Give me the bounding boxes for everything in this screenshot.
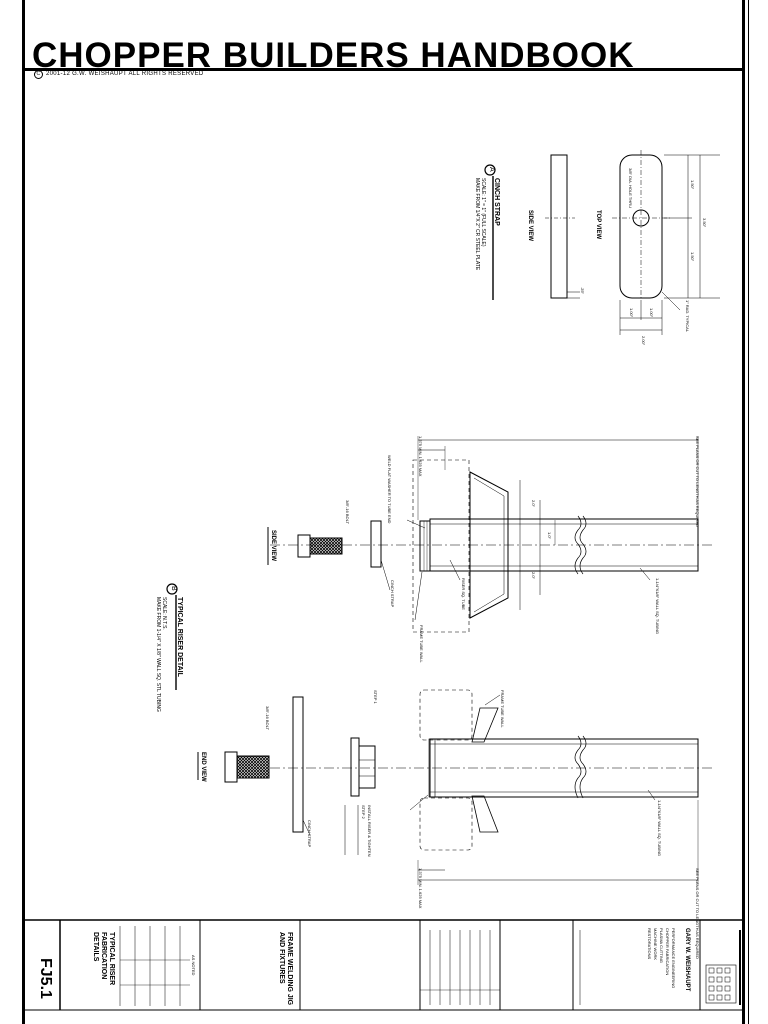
detail-b-title: TYPICAL RISER DETAIL	[176, 597, 183, 677]
detail-b-marker-circle	[166, 583, 178, 595]
cinch-dim-w2: 1.00"	[649, 308, 654, 318]
copyright-text: 2001-12 G.W. WEISHAUPT ALL RIGHTS RESERV…	[46, 71, 204, 77]
cinch-strap-top-view	[612, 150, 720, 335]
cinch-dim-thickness: .25"	[580, 287, 585, 294]
title-block	[25, 919, 742, 1011]
company-line-4: MACHINE WORK	[653, 928, 658, 960]
company-line-3: PLASMA CUTTING	[659, 928, 664, 963]
lower-tube-note: 1-1/4"X1/8" WALL SQ. TUBING	[657, 800, 662, 857]
project-title: FRAME WELDING JIG AND FIXTURES	[278, 932, 293, 1006]
sheet-border-right-inner	[748, 0, 749, 1024]
frame-wall-note: FRAME TUBE WALL	[419, 625, 424, 663]
upper-cinch-strap-note: CINCH STRAP	[390, 580, 395, 608]
lower-cinch-strap-note: CINCH STRAP	[307, 820, 312, 848]
riser-lower-assembly	[270, 689, 712, 885]
lower-min-max: 1.375 MIN. 1.625 MAX	[418, 868, 423, 909]
cinch-top-view-label: TOP VIEW	[595, 210, 601, 240]
riser-lower-hex-nut	[350, 737, 376, 797]
riser-lower-bolt	[224, 751, 270, 783]
detail-a-marker-circle	[484, 164, 496, 176]
lower-frame-note: FRAME TUBE WALL	[500, 690, 505, 728]
lower-length-note: SEE PLANS OR CUT TO LENGTH AS REQUIRED	[695, 868, 700, 959]
detail-b-scale-note: SCALE: N.T.S.	[161, 597, 167, 630]
company-line-2: CHOPPER FABRICATION	[665, 928, 670, 976]
company-line-1: PERFORMANCE ENGINEERING	[671, 928, 676, 989]
detail-b-marker: B	[170, 586, 177, 591]
sheet-border-left	[22, 0, 25, 1024]
detail-a-title: CINCH STRAP	[493, 178, 500, 226]
cinch-radius-note: 1" RAD. TYPICAL	[685, 300, 690, 333]
company-line-5: RESTORATIONS	[647, 928, 652, 960]
cinch-side-view-label: SIDE VIEW	[527, 210, 533, 242]
dim-a: 2.0"	[531, 500, 536, 507]
copyright-icon: C	[34, 70, 43, 79]
scale-note: AS NOTED	[191, 955, 196, 976]
designer-name: GARY W. WEISHAUPT	[684, 928, 690, 992]
upper-min-max: 1.375 MIN. 1.625 MAX	[418, 436, 423, 477]
cinch-dim-upper: 1.50"	[690, 180, 695, 190]
detail-b-material-note: MAKE FROM 1-1/4" X 1/8" WALL SQ. STL TUB…	[155, 597, 161, 712]
cinch-dim-w1: 1.00"	[629, 308, 634, 318]
riser-end-view-label: END VIEW	[200, 752, 206, 782]
weld-note: WELD FLAT WASHER TO TUBE END	[387, 455, 392, 524]
sheet-border-right	[742, 0, 745, 1024]
upper-tube-note: 1-1/4"X1/8" WALL SQ. TUBING	[655, 578, 660, 635]
drawing-title: TYPICAL RISER FABRICATION DETAILS	[92, 932, 115, 986]
detail-a-material-note: MAKE FROM 1/4"X 2" CR STEEL PLATE	[474, 178, 480, 271]
detail-a-marker: A	[488, 167, 495, 172]
upper-bolt-note: 3/8"-16 BOLT	[345, 500, 350, 525]
upper-length-note: SEE PLANS OR CUT TO LENGTH AS REQUIRED	[695, 436, 700, 527]
riser-upper-bolt	[297, 534, 343, 558]
cinch-dim-width: 2.00"	[641, 336, 646, 346]
cinch-dim-overall: 3.50"	[702, 218, 707, 228]
lower-bolt-note: 3/8"-16 BOLT	[265, 706, 270, 731]
step-note: INSTALL RISER & TIGHTEN	[367, 805, 372, 857]
cinch-hole-note: 3/8" DIA. HOLE THRU	[628, 168, 633, 209]
riser-lower-cinch-strap	[292, 696, 311, 836]
cinch-dim-lower: 1.50"	[690, 252, 695, 262]
riser-upper-assembly	[270, 436, 712, 633]
riser-upper-cinch-strap	[370, 520, 391, 591]
dim-b: 2.0"	[531, 572, 536, 579]
riser-side-view-label: SIDE VIEW	[270, 530, 276, 562]
step-2-label: STEP 2	[361, 805, 366, 819]
dim-c: 1.0"	[547, 532, 552, 539]
page-title: CHOPPER BUILDERS HANDBOOK	[32, 36, 635, 75]
riser-tube-note: RISER SQ. TUBE	[461, 578, 466, 610]
title-rule	[24, 68, 742, 71]
sheet-number: FJ5.1	[37, 958, 54, 999]
cinch-strap-side-view	[545, 154, 580, 299]
step-1-label: STEP 1	[373, 690, 378, 704]
detail-a-scale-note: SCALE: 1" = 1" (FULL SCALE)	[480, 178, 486, 247]
